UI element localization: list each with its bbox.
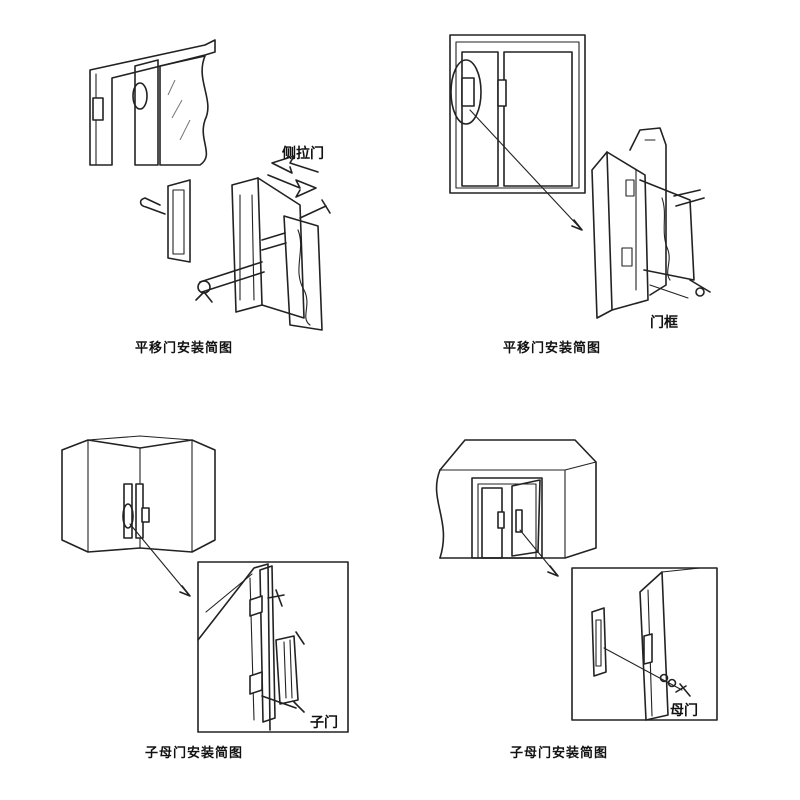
side-pull-door-label: 侧拉门	[282, 146, 324, 162]
panel-2-door-frame-drawing	[449, 34, 711, 319]
panel-3-child-door-drawing	[61, 435, 349, 733]
panel-2-caption: 平移门安装简图	[503, 341, 602, 356]
panel-1-sliding-door-drawing	[89, 39, 331, 331]
panel-4-caption: 子母门安装简图	[510, 746, 609, 761]
door-frame-label: 门框	[650, 315, 678, 331]
panel-3-caption: 子母门安装简图	[145, 746, 244, 761]
panel-1-caption: 平移门安装简图	[135, 341, 234, 356]
mother-door-label: 母门	[670, 703, 698, 719]
child-door-label: 子门	[310, 715, 338, 731]
panel-4-mother-door-drawing	[435, 439, 718, 721]
